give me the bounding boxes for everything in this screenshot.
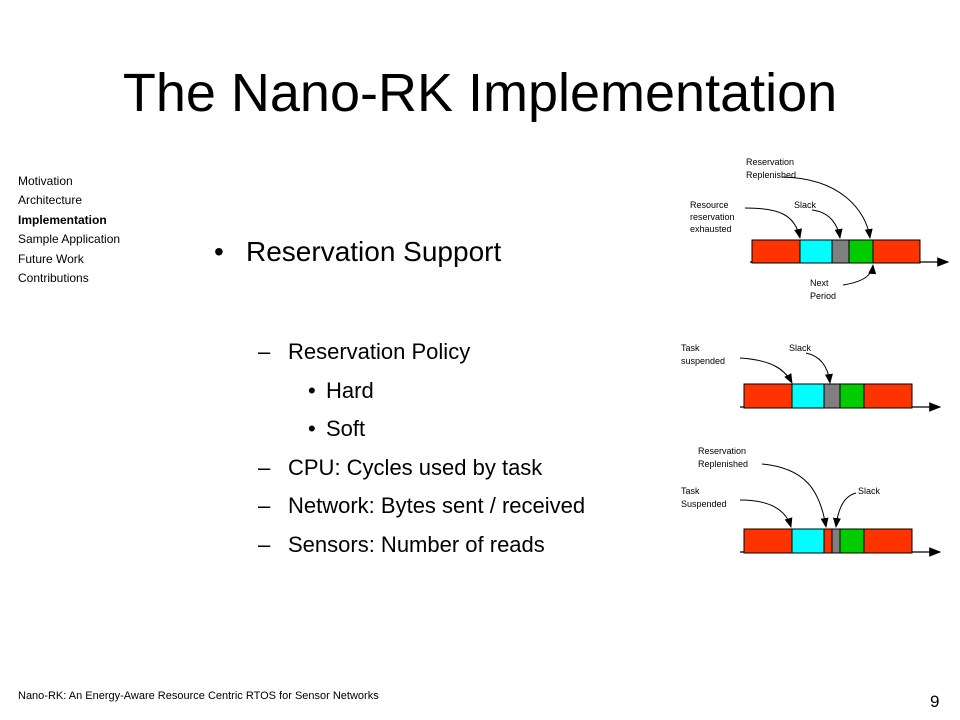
d2-task-arrow: [739, 357, 793, 384]
timeline-1-task-block-right: [872, 239, 921, 264]
timeline-1-task-block-left: [751, 239, 801, 264]
d1-resource-line2: reservation: [690, 212, 735, 222]
d3-replenished-arrow: [761, 463, 829, 528]
timeline-3-slack-block: [831, 528, 841, 554]
timeline-2-cyan-block: [791, 383, 825, 409]
timeline-3: Reservation Replenished Task Suspended S…: [681, 446, 942, 557]
sub-bullet-network: –Network: Bytes sent / received: [258, 493, 586, 518]
sub-bullet-soft: •Soft: [308, 416, 366, 441]
d3-task-line2: Suspended: [681, 499, 727, 509]
timeline-3-replenished-task-block: [823, 528, 833, 554]
d3-res-replenished-line1: Reservation: [698, 446, 746, 456]
timeline-2-task-block-left: [743, 383, 793, 409]
d1-res-replenished-line2: Replenished: [746, 170, 796, 180]
d1-res-replenished-line1: Reservation: [746, 157, 794, 167]
sub-bullet-list: –Reservation Policy •Hard •Soft –CPU: Cy…: [258, 333, 585, 564]
d2-slack-arrow: [805, 352, 833, 384]
d3-res-replenished-line2: Replenished: [698, 459, 748, 469]
nav-item-sample-application[interactable]: Sample Application: [18, 232, 121, 247]
timeline-3-green-block: [839, 528, 865, 554]
d2-slack-label: Slack: [789, 343, 812, 353]
timeline-1-cyan-block: [799, 239, 833, 264]
main-bullet-text: Reservation Support: [246, 236, 502, 267]
d1-slack-label: Slack: [794, 200, 817, 210]
d1-exhausted-arrow: [744, 207, 802, 239]
timeline-1-slack-block: [831, 239, 850, 264]
sub-bullet-hard: •Hard: [308, 377, 374, 403]
sub-bullet-reservation-policy: –Reservation Policy: [258, 339, 471, 364]
d3-slack-label: Slack: [858, 486, 881, 496]
timeline-2-green-block: [839, 383, 865, 409]
slide-title: The Nano-RK Implementation: [122, 63, 838, 123]
timeline-2: Task suspended Slack: [681, 343, 942, 412]
d2-task-line1: Task: [681, 343, 700, 353]
timeline-3-cyan-block: [791, 528, 825, 554]
timeline-2-task-block-right: [863, 383, 913, 409]
d3-task-line1: Task: [681, 486, 700, 496]
d1-slack-arrow: [811, 209, 843, 239]
nav-item-contributions[interactable]: Contributions: [18, 271, 89, 286]
bullet-icon: •: [214, 236, 224, 267]
d1-next-line1: Next: [810, 278, 829, 288]
d3-task-arrow: [739, 499, 793, 528]
page-number: 9: [930, 692, 940, 711]
d1-resource-line1: Resource: [690, 200, 729, 210]
nav-item-implementation[interactable]: Implementation: [18, 212, 107, 227]
d1-replenished-arrow: [781, 176, 873, 239]
nav-item-future-work[interactable]: Future Work: [18, 251, 84, 266]
timeline-1-green-block: [848, 239, 874, 264]
d1-next-line2: Period: [810, 291, 836, 301]
main-bullet: • Reservation Support: [214, 232, 501, 272]
section-nav: Motivation Architecture Implementation S…: [18, 172, 120, 288]
sub-bullet-sensors: –Sensors: Number of reads: [258, 531, 545, 557]
nav-item-architecture[interactable]: Architecture: [18, 193, 83, 208]
d1-next-period-arrow: [842, 264, 877, 286]
d1-resource-line3: exhausted: [690, 224, 732, 234]
d3-slack-arrow: [832, 492, 857, 528]
sub-bullet-cpu: –CPU: Cycles used by task: [258, 454, 543, 480]
timeline-1: Reservation Replenished Resource reserva…: [690, 157, 950, 301]
d2-task-line2: suspended: [681, 356, 725, 366]
nav-item-motivation[interactable]: Motivation: [18, 174, 73, 188]
timeline-3-task-block-right: [863, 528, 913, 554]
timeline-3-task-block-left: [743, 528, 793, 554]
footer-text: Nano-RK: An Energy-Aware Resource Centri…: [18, 690, 379, 702]
timeline-2-slack-block: [823, 383, 841, 409]
